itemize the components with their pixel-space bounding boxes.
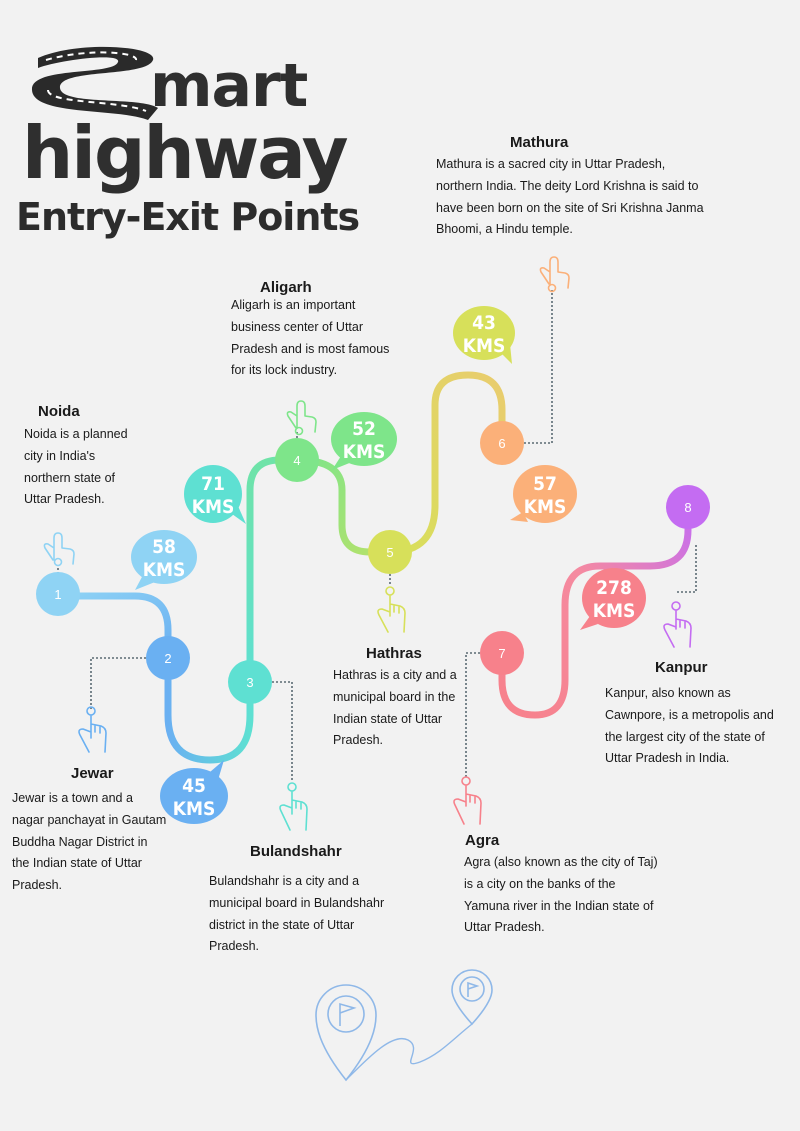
logo-word-highway: highway	[22, 111, 349, 195]
distance-value: 58	[152, 536, 176, 558]
stop-number: 5	[386, 545, 393, 560]
stop-number: 2	[164, 651, 171, 666]
stop-node-1: 1	[36, 572, 80, 616]
stop-node-4: 4	[275, 438, 319, 482]
stop-node-8: 8	[666, 485, 710, 529]
stop-node-5: 5	[368, 530, 412, 574]
stop-number: 6	[498, 436, 505, 451]
stop-number: 4	[293, 453, 300, 468]
route-trail-decoration	[345, 1023, 473, 1081]
city-description-jewar: Jewar is a town and a nagar panchayat in…	[12, 791, 167, 893]
city-name-aligarh: Aligarh	[260, 279, 312, 296]
city-description-mathura: Mathura is a sacred city in Uttar Prades…	[436, 157, 704, 237]
connector-bulandshahr	[272, 681, 293, 782]
distance-bubble-2: 45 KMS	[160, 760, 228, 824]
city-description-agra: Agra (also known as the city of Taj) is …	[464, 855, 658, 935]
logo-word-mart: mart	[150, 51, 308, 121]
distance-value: 71	[201, 473, 225, 495]
distance-value: 43	[472, 312, 496, 334]
city-name-agra: Agra	[465, 832, 500, 849]
pointing-hand-icon	[539, 256, 570, 293]
distance-unit: KMS	[343, 441, 386, 463]
distance-unit: KMS	[593, 600, 636, 622]
pointing-hand-icon	[279, 782, 308, 831]
connector-jewar	[90, 657, 146, 710]
distance-value: 278	[596, 577, 632, 599]
pointing-hand-icon	[453, 776, 482, 825]
route-segment-3-4	[246, 456, 301, 686]
distance-value: 57	[533, 473, 557, 495]
route-segment-5-6	[386, 371, 506, 556]
distance-unit: KMS	[524, 496, 567, 518]
distance-unit: KMS	[173, 798, 216, 820]
city-description-kanpur: Kanpur, also known as Cawnpore, is a met…	[605, 686, 774, 766]
route-segment-2-3	[164, 654, 254, 764]
distance-bubble-4: 52 KMS	[331, 412, 397, 470]
stop-node-2: 2	[146, 636, 190, 680]
distance-unit: KMS	[463, 335, 506, 357]
city-name-mathura: Mathura	[510, 134, 569, 151]
pointing-hand-icon	[286, 400, 317, 436]
distance-unit: KMS	[192, 496, 235, 518]
city-description-noida: Noida is a planned city in India's north…	[24, 427, 128, 507]
distance-bubble-3: 71 KMS	[184, 465, 246, 524]
route-segment-7-8	[498, 503, 692, 719]
stop-node-7: 7	[480, 631, 524, 675]
stop-node-3: 3	[228, 660, 272, 704]
city-description-bulandshahr: Bulandshahr is a city and a municipal bo…	[209, 874, 385, 954]
distance-bubble-7: 278 KMS	[580, 568, 646, 630]
map-pin-flag-icon	[451, 969, 493, 1026]
distance-bubble-1: 58 KMS	[131, 530, 197, 590]
map-pin-flag-icon	[315, 984, 377, 1082]
city-name-noida: Noida	[38, 403, 80, 420]
route-segment-1-2	[54, 592, 172, 662]
distance-value: 45	[182, 775, 206, 797]
distance-unit: KMS	[143, 559, 186, 581]
city-name-hathras: Hathras	[366, 645, 422, 662]
city-name-kanpur: Kanpur	[655, 659, 708, 676]
stop-number: 7	[498, 646, 505, 661]
connector-agra	[465, 652, 480, 778]
pointing-hand-icon	[43, 532, 75, 567]
stop-number: 1	[54, 587, 61, 602]
route-segment-4-5	[293, 456, 394, 556]
city-name-bulandshahr: Bulandshahr	[250, 843, 342, 860]
distance-bubble-6: 57 KMS	[510, 465, 577, 523]
pointing-hand-icon	[78, 706, 107, 753]
city-description-aligarh: Aligarh is an important business center …	[231, 298, 390, 378]
distance-value: 52	[352, 418, 376, 440]
city-description-hathras: Hathras is a city and a municipal board …	[333, 668, 457, 748]
stop-number: 8	[684, 500, 691, 515]
pointing-hand-icon	[377, 586, 406, 633]
distance-bubble-5: 43 KMS	[453, 306, 515, 364]
city-name-jewar: Jewar	[71, 765, 114, 782]
connector-mathura	[524, 290, 553, 444]
pointing-hand-icon	[663, 601, 692, 648]
road-icon	[31, 46, 159, 120]
stop-number: 3	[246, 675, 253, 690]
page-title: Entry-Exit Points	[16, 195, 360, 239]
stop-node-6: 6	[480, 421, 524, 465]
connector-kanpur	[676, 545, 697, 593]
